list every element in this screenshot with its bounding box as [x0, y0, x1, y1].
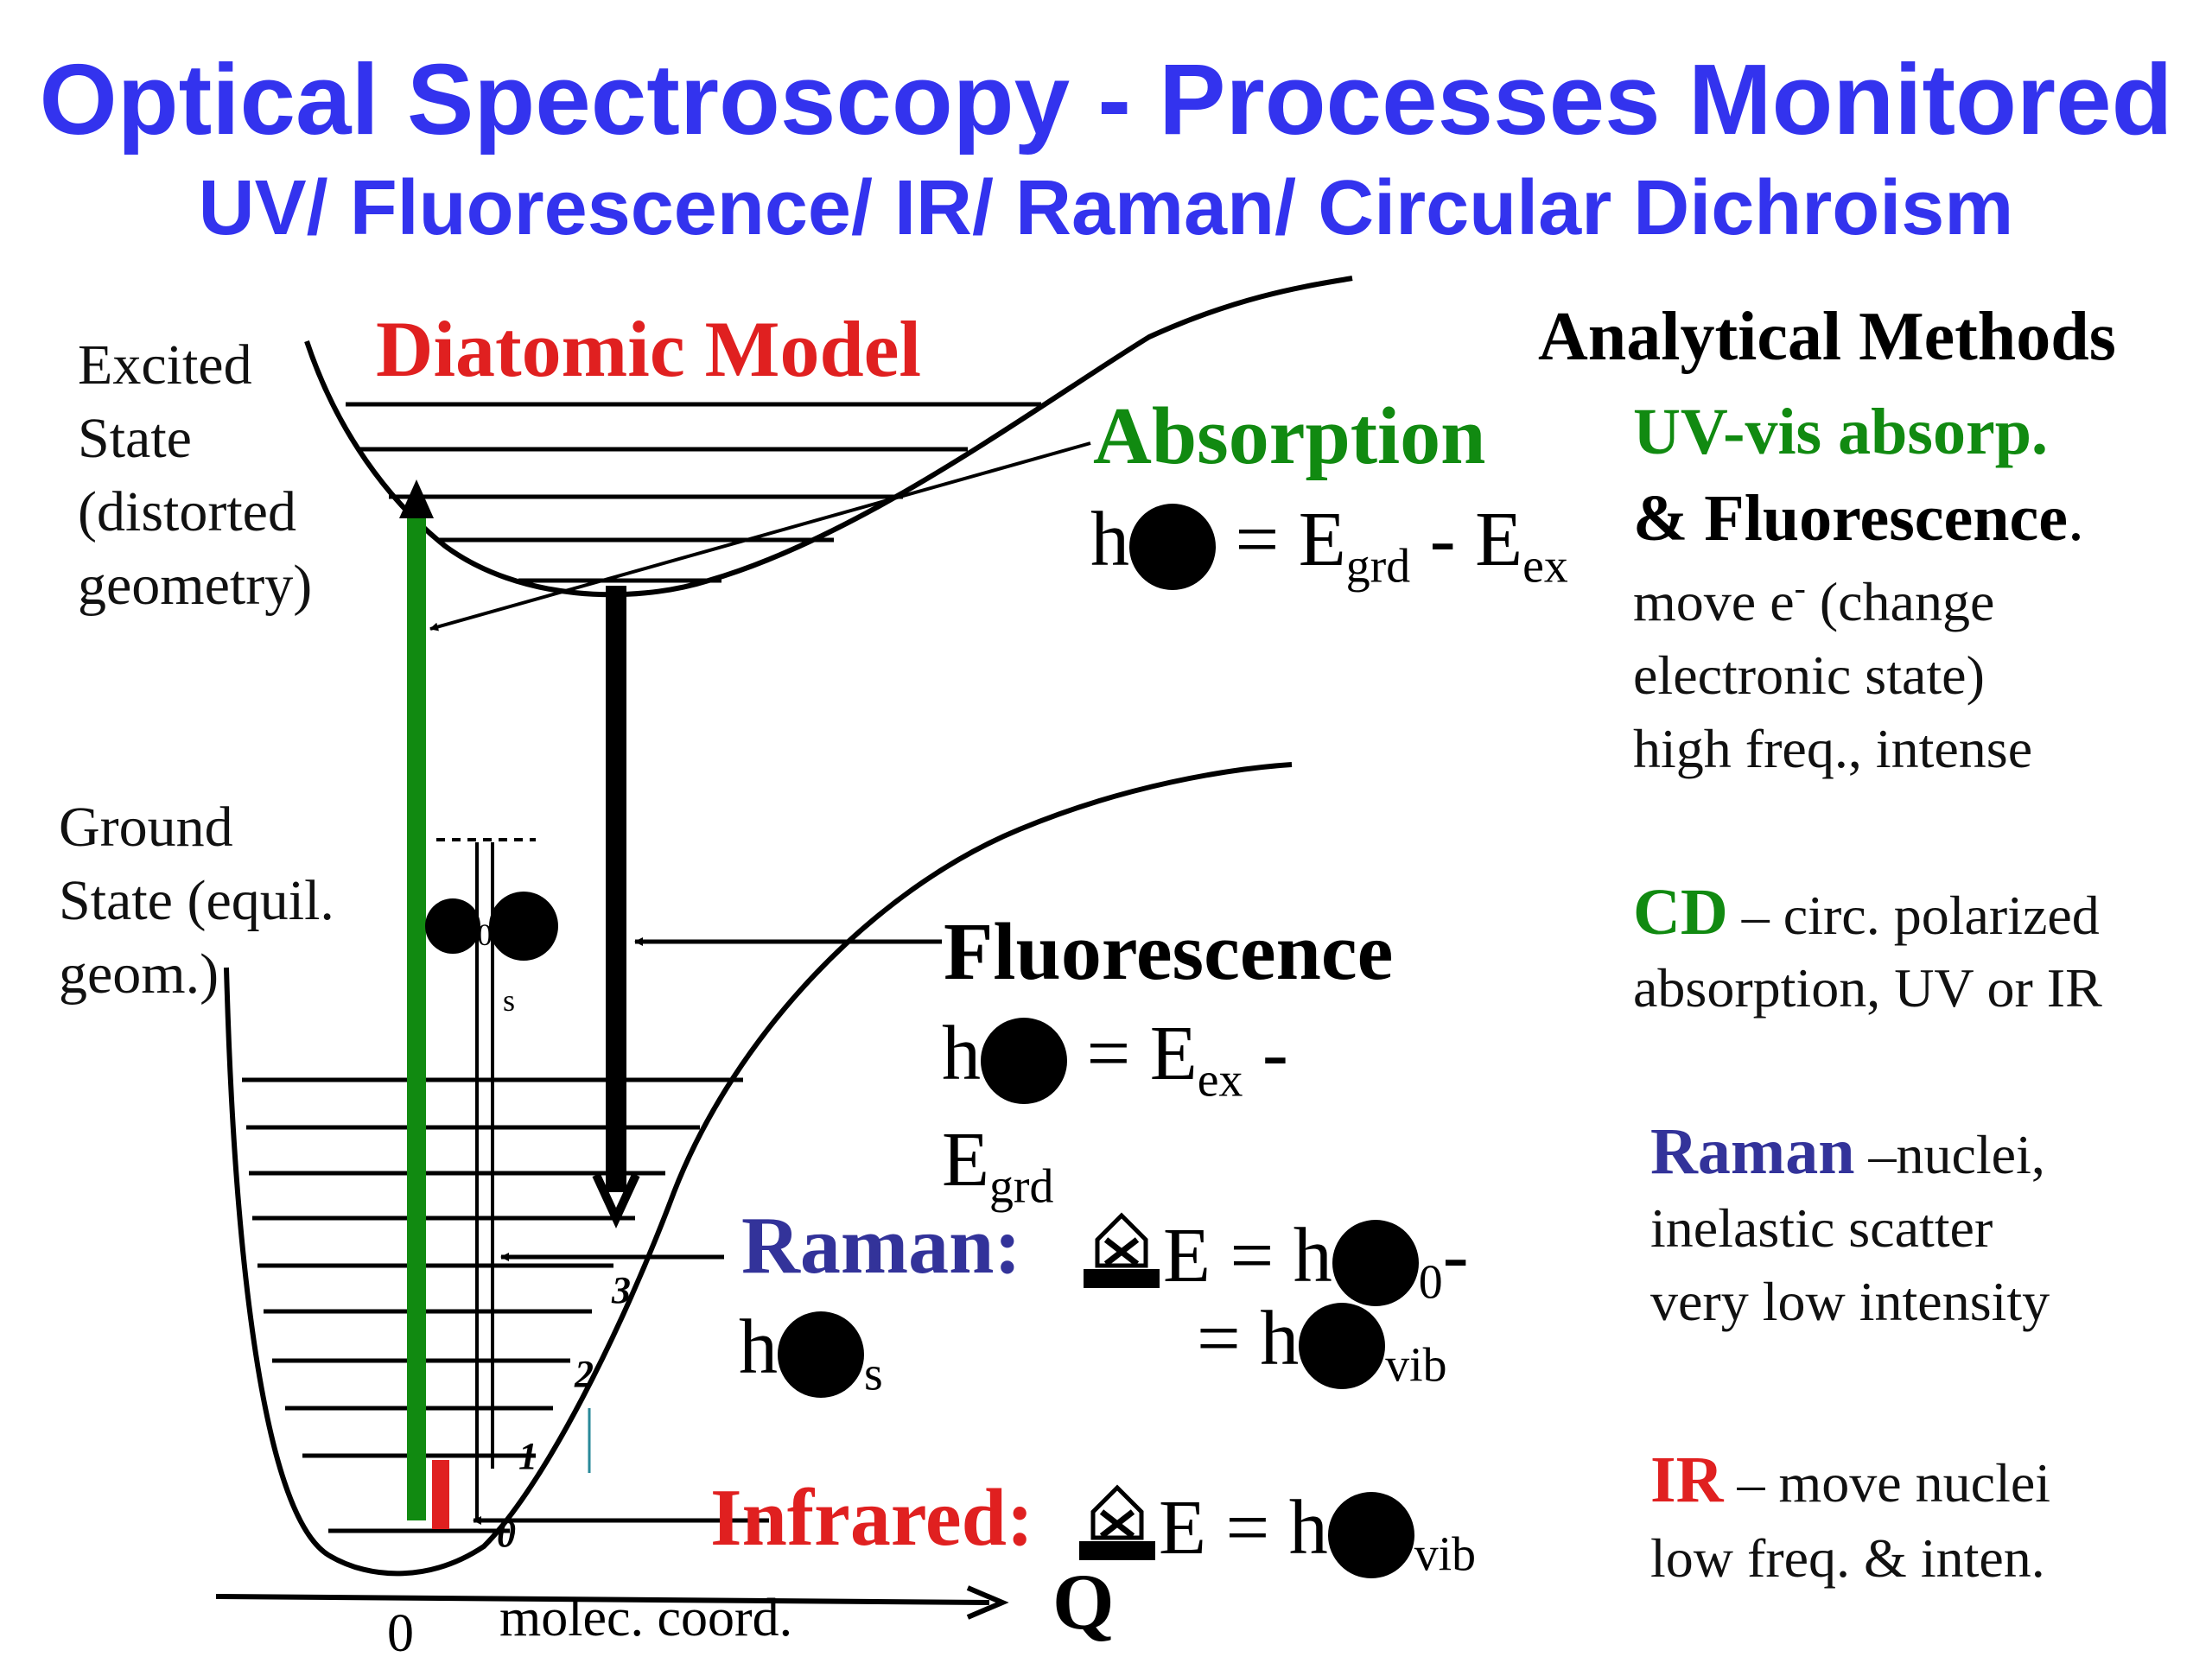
page-title: Optical Spectroscopy - Processes Monitor… — [39, 43, 2173, 156]
ground-label-line: State (equil. — [59, 869, 334, 932]
subscript-0: 0 — [1418, 1255, 1443, 1310]
uvvis-line2: electronic state) — [1633, 644, 1985, 706]
nu-symbol-icon — [981, 1018, 1067, 1105]
raman-line3: very low intensity — [1650, 1271, 2050, 1332]
axis-zero-label: 0 — [387, 1604, 414, 1663]
excited-state-curve — [304, 276, 1353, 598]
absorption-equation: h = Egrd - Eex — [1090, 501, 1568, 593]
absorption-pointer — [429, 441, 1091, 632]
molecular-coordinate-axis — [215, 1594, 990, 1605]
nu-symbol-icon — [1129, 504, 1216, 591]
raman-line1: Raman –nuclei, — [1650, 1119, 2045, 1184]
nu-symbol-icon — [425, 898, 480, 954]
level-number-2: 2 — [574, 1353, 594, 1395]
level-number-3: 3 — [611, 1269, 631, 1311]
nu0-marker: 0 — [425, 892, 558, 961]
absorption-arrowhead — [399, 479, 434, 518]
period: . — [2067, 482, 2084, 555]
axis-label: molec. coord. — [499, 1589, 793, 1647]
equals-e: = E — [1216, 497, 1346, 582]
subscript-vib: vib — [1385, 1338, 1447, 1393]
nu-symbol-icon — [778, 1311, 864, 1399]
infrared-label: Infrared: — [710, 1473, 1034, 1563]
text: – move nuclei — [1723, 1452, 2051, 1514]
subscript-ex: ex — [1197, 1053, 1243, 1108]
nu-symbol-icon — [1299, 1303, 1386, 1390]
raman-label: Raman: — [741, 1201, 1021, 1291]
subscript-ex: ex — [1522, 539, 1568, 593]
diagram-heading: Diatomic Model — [376, 305, 922, 393]
planck-h: h — [739, 1304, 778, 1390]
axis-arrowhead — [966, 1585, 1009, 1620]
text: (change — [1805, 571, 1995, 632]
fluorescence-arrowhead — [592, 1172, 640, 1228]
excited-label-line: Excited — [78, 333, 252, 397]
fluorescence-label: Fluorescence — [944, 907, 1394, 997]
nu-symbol-icon — [1332, 1220, 1419, 1307]
delta-symbol-icon — [1080, 1205, 1163, 1292]
text: –nuclei, — [1854, 1124, 2045, 1185]
nu0-subscript: 0 — [477, 917, 493, 952]
minus-sign: - — [1442, 1213, 1469, 1298]
raman-line2: inelastic scatter — [1650, 1197, 1993, 1259]
equals-h: = h — [1197, 1296, 1300, 1381]
subscript-vib: vib — [1414, 1527, 1477, 1582]
absorption-label: Absorption — [1093, 391, 1486, 481]
raman-title: Raman — [1650, 1115, 1855, 1188]
infrared-arrow — [432, 1460, 449, 1529]
text: move e — [1633, 571, 1795, 632]
excited-label-line: geometry) — [78, 554, 313, 617]
nu-symbol-icon — [1327, 1492, 1414, 1579]
methods-heading: Analytical Methods — [1538, 299, 2116, 375]
minus-e: - E — [1410, 497, 1523, 582]
excited-label-line: (distorted — [78, 480, 296, 543]
ir-line1: IR – move nuclei — [1650, 1447, 2050, 1513]
delta-symbol-icon — [1076, 1477, 1159, 1564]
ir-line2: low freq. & inten. — [1650, 1527, 2045, 1589]
planck-h: h — [942, 1011, 981, 1096]
cd-line1: CD – circ. polarized — [1633, 879, 2100, 945]
page-subtitle: UV/ Fluorescence/ IR/ Raman/ Circular Di… — [198, 165, 2014, 251]
axis-q-label: Q — [1052, 1558, 1115, 1646]
delta-e-equals-h: E = h — [1163, 1213, 1332, 1298]
level-number-0: 0 — [497, 1513, 516, 1555]
excited-label-line: State — [78, 407, 192, 470]
ground-label-line: geom.) — [59, 943, 219, 1006]
fluorescence-word: & Fluorescence — [1633, 482, 2068, 555]
ground-state-curve — [224, 762, 1293, 1577]
subscript-grd: grd — [1345, 539, 1411, 593]
subscript-grd: grd — [988, 1159, 1054, 1214]
s-mark: s — [503, 983, 516, 1018]
cd-title: CD — [1633, 876, 1728, 949]
cd-line2: absorption, UV or IR — [1633, 957, 2102, 1019]
equals-e: = E — [1067, 1011, 1198, 1096]
excited-vibrational-levels — [346, 402, 1041, 583]
delta-e-equals-h: E = h — [1159, 1485, 1328, 1571]
superscript: - — [1794, 569, 1806, 608]
ir-title: IR — [1650, 1444, 1724, 1516]
fluorescence-equation-line2: Egrd — [942, 1121, 1053, 1211]
nu-symbol-icon — [489, 892, 558, 961]
subscript-s: s — [864, 1347, 883, 1401]
uvvis-line3: high freq., intense — [1633, 718, 2033, 779]
level-number-1: 1 — [518, 1435, 537, 1477]
energy-e: E — [942, 1117, 989, 1203]
text: – circ. polarized — [1727, 885, 2100, 946]
planck-h: h — [1090, 497, 1129, 582]
uvvis-title: UV-vis absorp. — [1633, 396, 2048, 468]
ground-label-line: Ground — [59, 796, 233, 859]
uvvis-title2: & Fluorescence. — [1633, 486, 2084, 551]
fluorescence-equation: h = Eex - — [942, 1015, 1288, 1105]
uvvis-line1: move e- (change — [1633, 571, 1995, 632]
minus-sign: - — [1243, 1011, 1288, 1096]
